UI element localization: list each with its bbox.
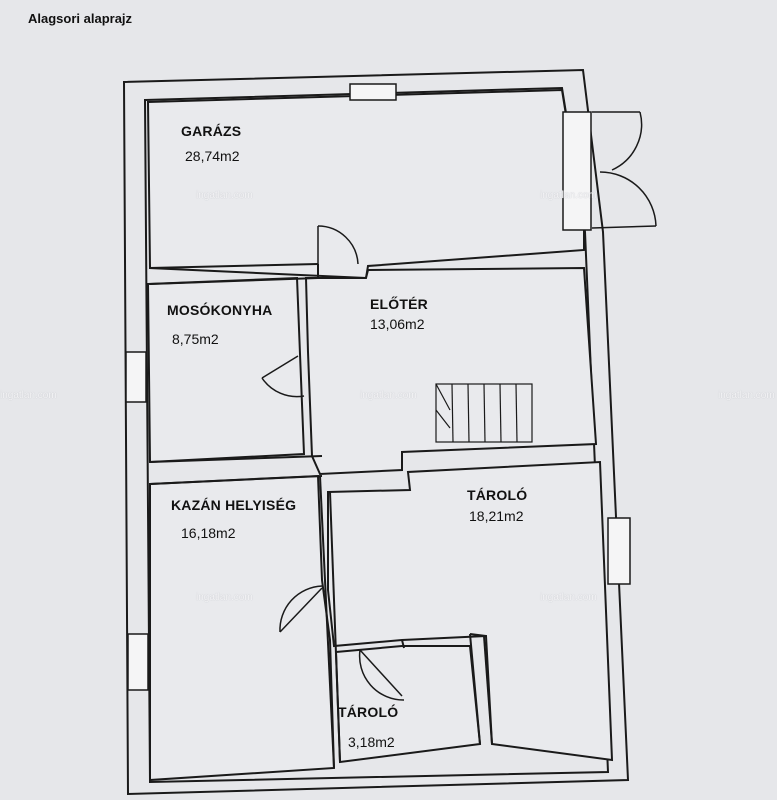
watermark: ingatlan.com <box>196 592 253 603</box>
room-label-storage-small: TÁROLÓ <box>338 704 399 720</box>
room-area-boiler: 16,18m2 <box>181 525 236 541</box>
room-hallway <box>304 266 598 476</box>
room-area-storage-small: 3,18m2 <box>348 734 395 750</box>
watermark: ingatlan.com <box>360 390 417 401</box>
windows <box>125 83 631 691</box>
watermark: ingatlan.com <box>718 390 775 401</box>
room-area-garage: 28,74m2 <box>185 148 240 164</box>
partition-walls <box>149 263 493 769</box>
room-boiler <box>149 474 336 782</box>
watermark: ingatlan.com <box>0 390 57 401</box>
watermark: ingatlan.com <box>540 190 597 201</box>
room-label-storage-large: TÁROLÓ <box>467 487 528 503</box>
room-area-laundry: 8,75m2 <box>172 331 219 347</box>
stairs <box>435 383 533 443</box>
watermark: ingatlan.com <box>196 190 253 201</box>
room-area-hallway: 13,06m2 <box>370 316 425 332</box>
door-swings <box>261 225 405 701</box>
watermark: ingatlan.com <box>540 592 597 603</box>
plan-title: Alagsori alaprajz <box>28 11 133 26</box>
room-area-storage-large: 18,21m2 <box>469 508 524 524</box>
room-label-hallway: ELŐTÉR <box>370 296 428 312</box>
room-label-boiler: KAZÁN HELYISÉG <box>171 497 297 513</box>
room-label-garage: GARÁZS <box>181 123 242 139</box>
room-label-laundry: MOSÓKONYHA <box>167 302 273 318</box>
room-garage <box>146 88 585 280</box>
garage-double-door <box>591 111 657 229</box>
